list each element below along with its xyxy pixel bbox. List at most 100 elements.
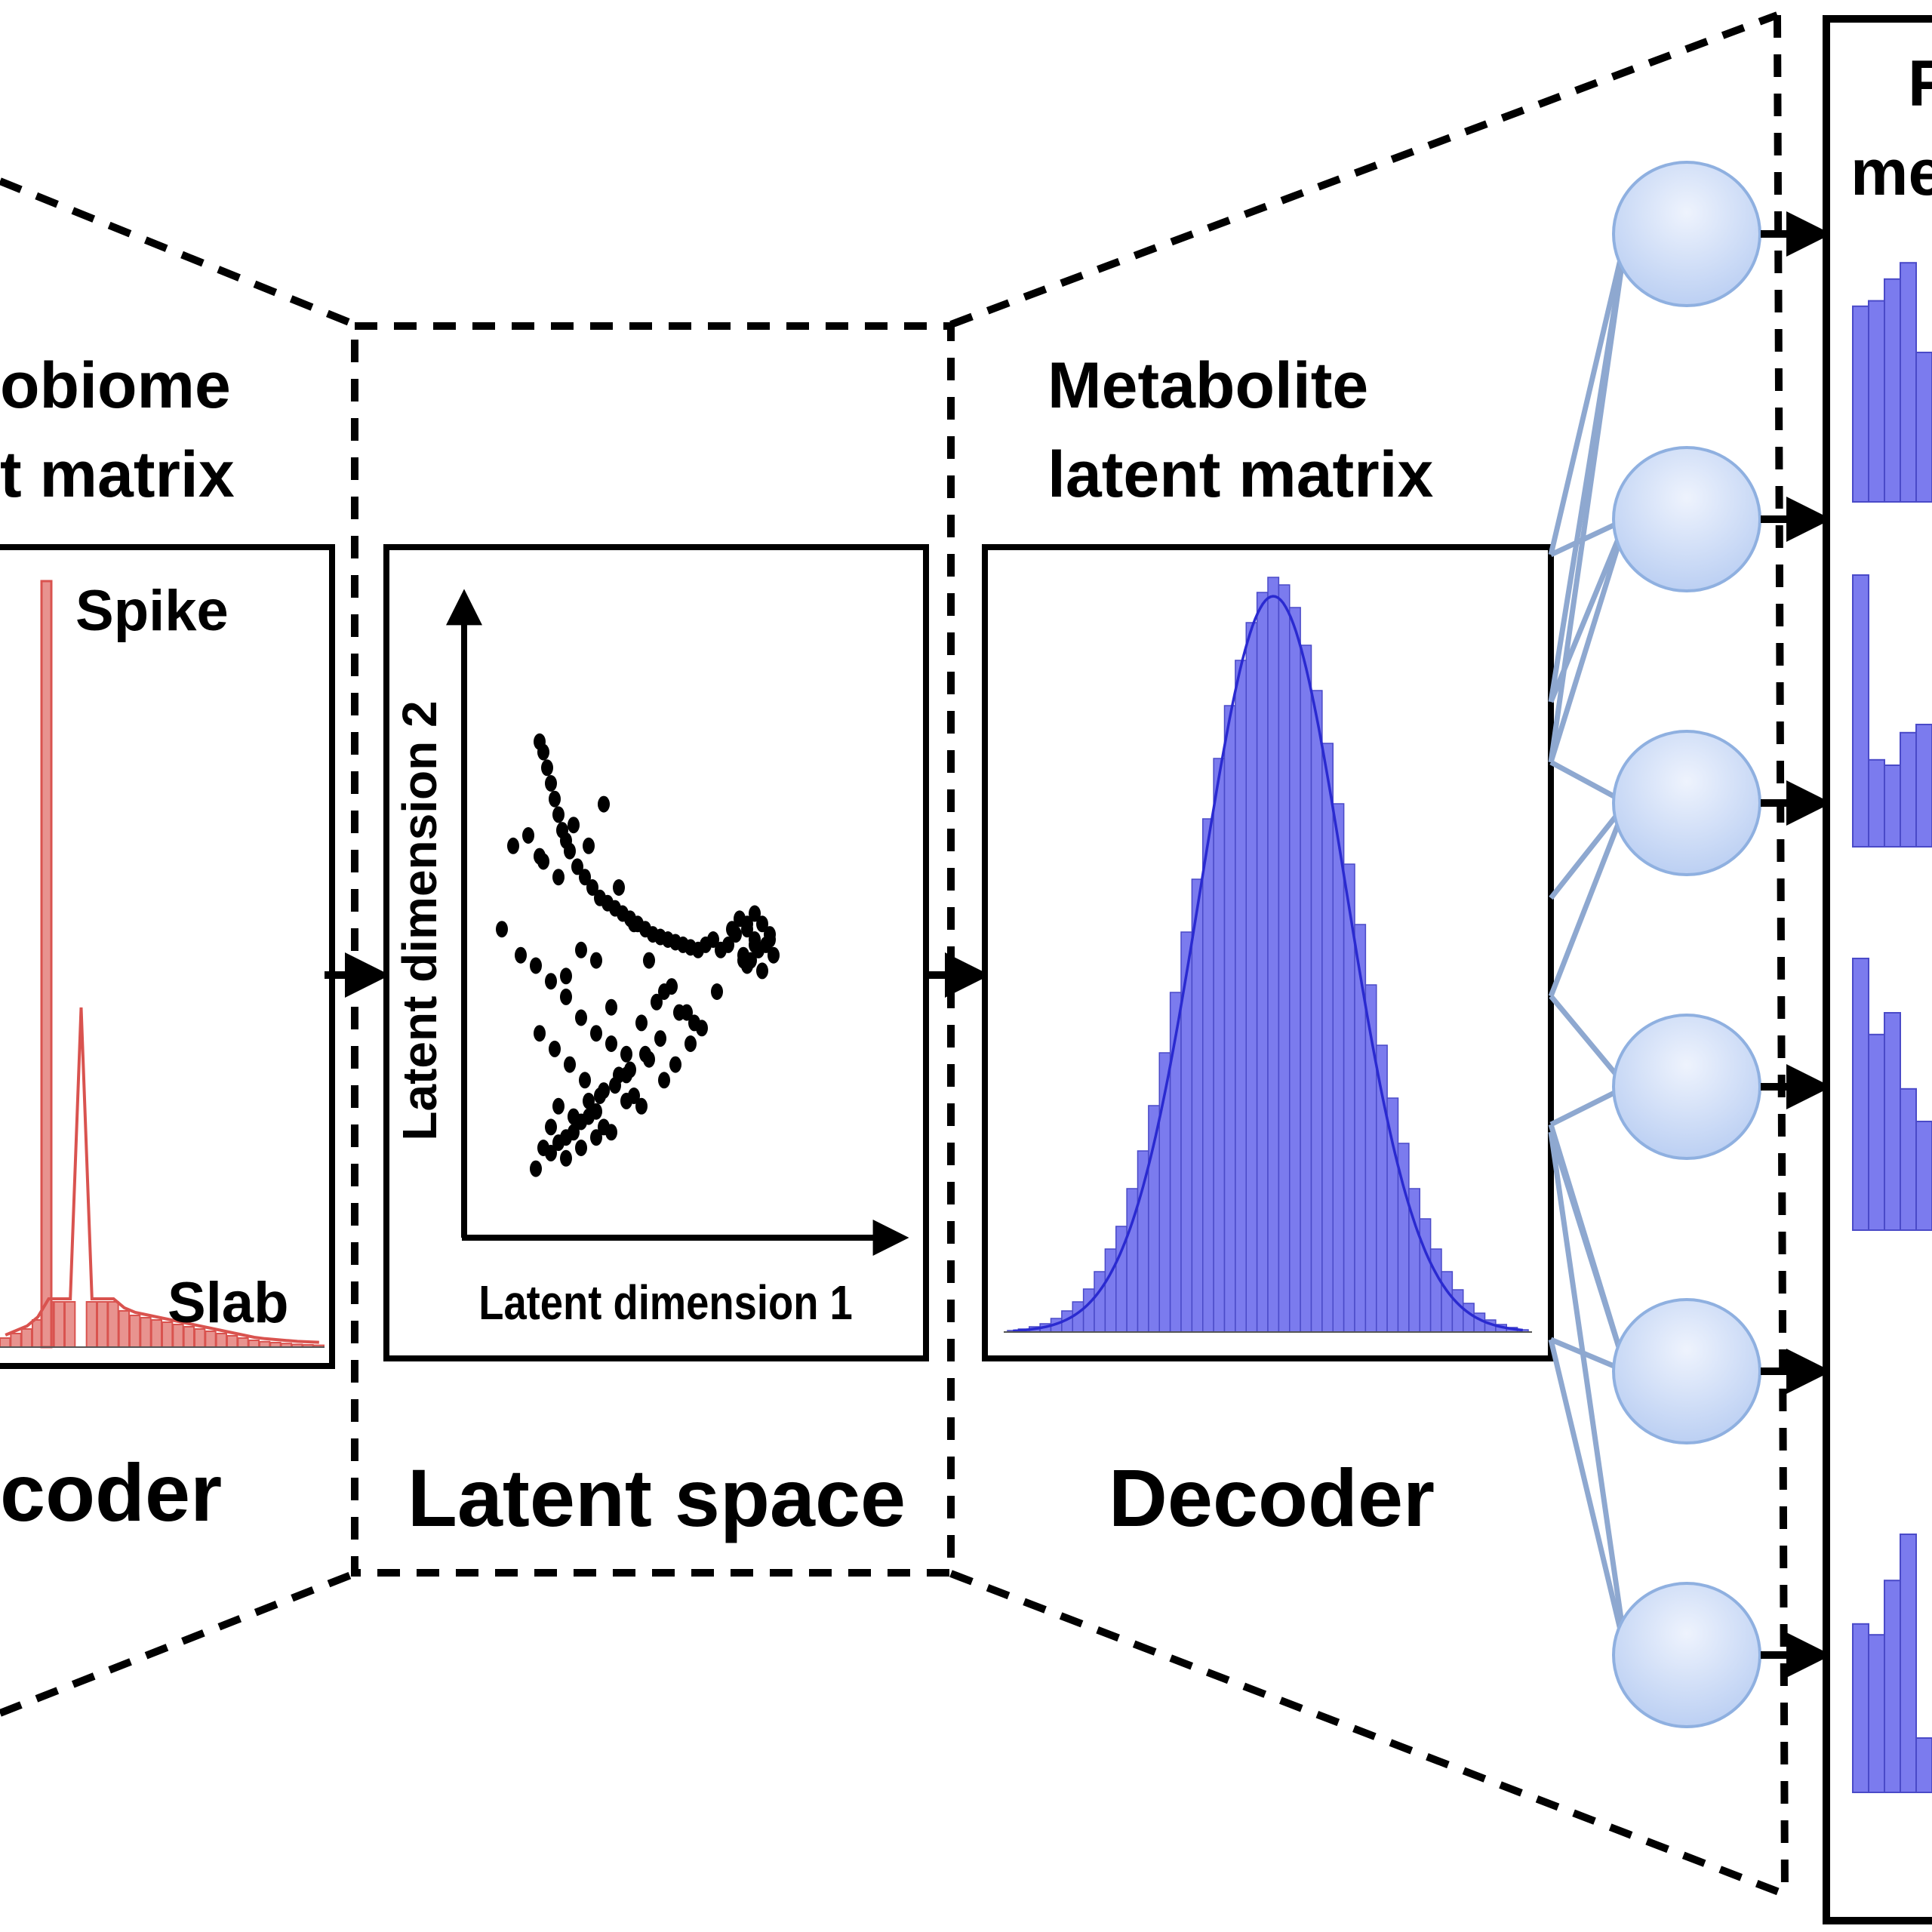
spike-slab-density [5, 1007, 319, 1344]
histogram-bar [1429, 1248, 1442, 1333]
output-histogram-bar [1868, 300, 1885, 503]
slab-bar [248, 1340, 260, 1348]
slab-bar [237, 1337, 249, 1348]
output-histogram-bar [1884, 1012, 1901, 1231]
latent-scatter-points [496, 733, 780, 1177]
scatter-point [496, 921, 508, 938]
network-node [1612, 161, 1761, 307]
output-histogram-bar [1852, 958, 1869, 1231]
histogram-bar [1463, 1303, 1475, 1333]
scatter-point [568, 817, 580, 834]
output-title-line1: F [1908, 48, 1932, 120]
output-histogram-bar [1915, 1737, 1932, 1793]
histogram-bar [1191, 878, 1204, 1333]
scatter-point [764, 931, 776, 948]
slab-bar [64, 1301, 76, 1348]
output-histogram-bar [1884, 1580, 1901, 1793]
output-title-line2: me [1850, 137, 1932, 209]
decoder-section-label: Decoder [1109, 1452, 1435, 1543]
output-histogram-bar [1915, 1121, 1932, 1231]
output-histogram-bar [1868, 1634, 1885, 1793]
scatter-point [669, 1056, 681, 1073]
histogram-bar [1278, 584, 1291, 1333]
scatter-point [722, 936, 734, 953]
scatter-point [537, 743, 549, 761]
histogram-bar [1386, 1097, 1399, 1333]
decoder-title-line1: Metabolite [1048, 349, 1368, 422]
histogram-bar [1082, 1288, 1095, 1333]
scatter-point [515, 946, 527, 964]
scatter-point [654, 1030, 666, 1048]
scatter-point [620, 1066, 632, 1084]
histogram-bar [1451, 1289, 1464, 1333]
slab-bar [107, 1301, 119, 1348]
scatter-point [643, 952, 655, 969]
encoder-matrix-frame [0, 544, 335, 1369]
metabolite-histogram [1004, 577, 1532, 1333]
scatter-point [756, 915, 768, 933]
spike-bar [40, 580, 53, 1349]
histogram-bar [1223, 705, 1236, 1333]
node-output-arrows [1761, 211, 1832, 1678]
scatter-point [575, 1140, 587, 1156]
network-edge [1548, 518, 1629, 764]
output-histogram-bar [1915, 724, 1932, 848]
encoder-title-line2: t matrix [0, 438, 235, 511]
scatter-point [696, 1020, 708, 1037]
histogram-bar [1332, 803, 1345, 1333]
output-histogram-bar [1884, 764, 1901, 848]
scatter-point [522, 827, 534, 844]
scatter-point [534, 1025, 546, 1042]
network-edge [1548, 233, 1629, 555]
encoder-section-label: coder [0, 1447, 222, 1538]
slab-bar [97, 1301, 109, 1348]
slab-label: Slab [168, 1271, 289, 1335]
network-node [1612, 1014, 1761, 1160]
slab-bar [129, 1315, 141, 1348]
scatter-point [707, 931, 719, 948]
slab-bar [226, 1335, 238, 1348]
latent-axes [446, 589, 909, 1256]
scatter-point [579, 869, 591, 886]
histogram-bar [1104, 1248, 1117, 1333]
slab-bar [53, 1301, 65, 1348]
scatter-point [749, 936, 761, 953]
output-histograms [1852, 262, 1932, 1794]
scatter-point [545, 1118, 557, 1136]
histogram-bar [1256, 592, 1269, 1333]
scatter-point [549, 1040, 561, 1057]
scatter-point [756, 962, 768, 980]
scatter-point [583, 1108, 595, 1125]
scatter-point [507, 837, 519, 854]
scatter-point [530, 957, 542, 974]
output-histogram-bar [1852, 1623, 1869, 1794]
histogram-bar [1289, 607, 1301, 1333]
scatter-point [549, 790, 561, 808]
scatter-point [598, 795, 610, 813]
histogram-bar [1202, 818, 1214, 1333]
network-node [1612, 1582, 1761, 1728]
output-histogram-bar [1868, 1033, 1885, 1232]
output-histogram-bar [1900, 262, 1917, 503]
latent-section-label: Latent space [408, 1452, 906, 1543]
scatter-point [575, 941, 587, 958]
output-histogram-bar [1852, 305, 1869, 503]
network-edge [1548, 1131, 1629, 1656]
scatter-point [613, 879, 625, 896]
scatter-point [741, 915, 753, 933]
scatter-point [552, 806, 565, 823]
scatter-point [590, 952, 602, 969]
output-histogram-bar [1900, 1088, 1917, 1232]
scatter-point [590, 1025, 602, 1042]
histogram-bar [1441, 1271, 1454, 1333]
histogram-bar [1321, 743, 1334, 1333]
output-histogram-bar [1852, 574, 1869, 848]
slab-bar [215, 1333, 227, 1348]
histogram-bar [1213, 758, 1226, 1333]
scatter-point [711, 983, 723, 1000]
slab-bar [118, 1310, 131, 1348]
scatter-point [749, 905, 761, 922]
scatter-point [571, 858, 583, 875]
scatter-point [564, 842, 576, 860]
